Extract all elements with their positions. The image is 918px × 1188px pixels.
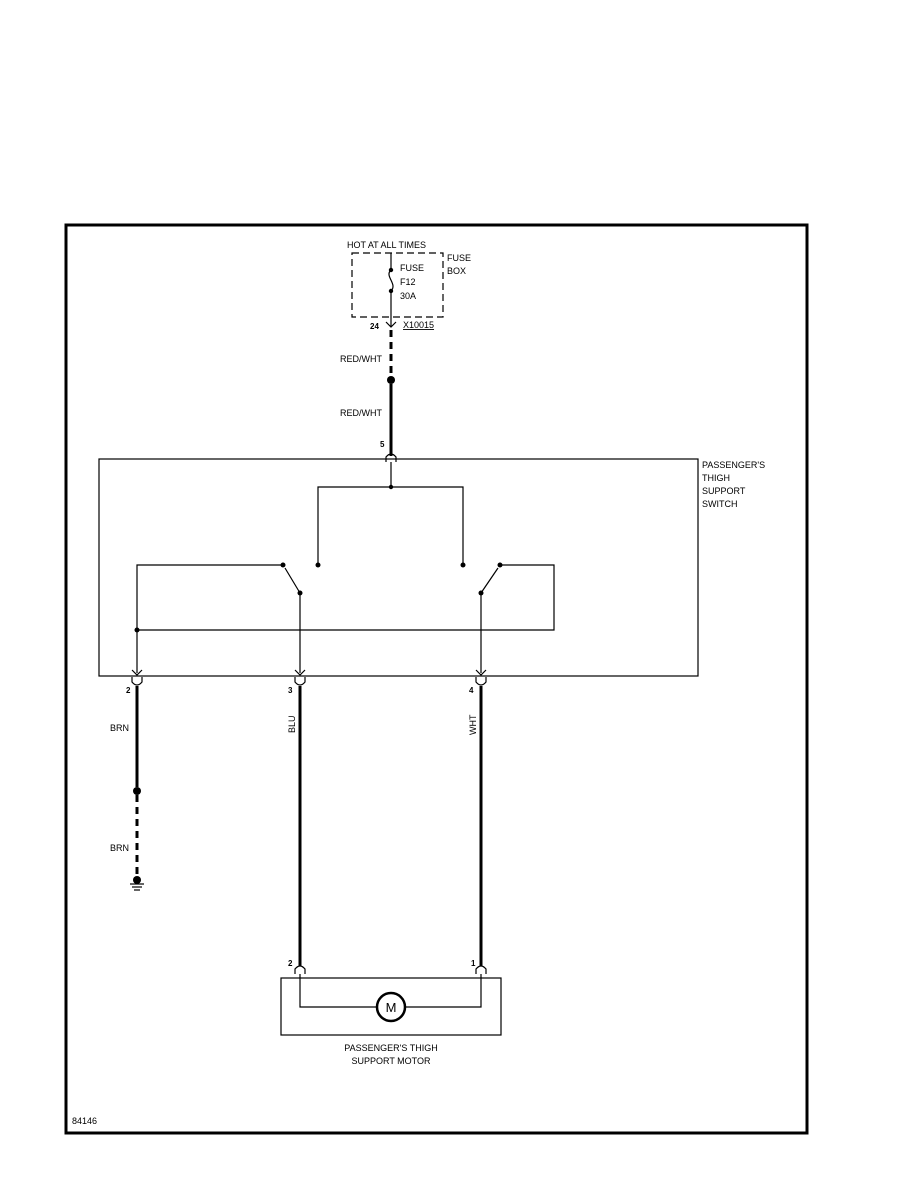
switch-name-line3: SUPPORT <box>702 486 746 496</box>
fuse-box-label-line2: BOX <box>447 266 466 276</box>
motor-pin-1-connector <box>475 965 487 974</box>
motor-wire-wht-color: WHT <box>468 714 478 735</box>
motor-pin-2-connector <box>294 965 306 974</box>
switch-pin-3-connector <box>294 677 306 686</box>
figure-id: 84146 <box>72 1116 97 1126</box>
left-switch-blade <box>284 567 301 594</box>
ground-splice <box>133 787 141 795</box>
switch-pin-3: 3 <box>288 686 293 695</box>
switch-name-line4: SWITCH <box>702 499 738 509</box>
ground-icon <box>130 883 144 891</box>
connector-x10015-id: X10015 <box>403 320 434 330</box>
switch-pin-2: 2 <box>126 686 131 695</box>
motor-name-line1: PASSENGER'S THIGH <box>344 1043 437 1053</box>
fuse-box: HOT AT ALL TIMES FUSE BOX FUSE F12 30A 2… <box>347 240 471 331</box>
switch-pin-5-connector <box>385 453 397 462</box>
motor-name-line2: SUPPORT MOTOR <box>351 1056 431 1066</box>
supply-label: HOT AT ALL TIMES <box>347 240 426 250</box>
motor-wire-blu: BLU <box>287 686 302 966</box>
left-switch-feed-contact <box>315 562 321 568</box>
thigh-support-switch: PASSENGER'S THIGH SUPPORT SWITCH 2 3 4 <box>98 458 765 695</box>
right-switch-ground-contact <box>497 562 503 568</box>
left-switch-ground-contact <box>280 562 286 568</box>
feed-wire: RED/WHT RED/WHT 5 <box>340 330 397 462</box>
switch-name-line2: THIGH <box>702 473 730 483</box>
feed-wire-lower-color: RED/WHT <box>340 408 382 418</box>
motor-pin-1: 1 <box>471 959 476 968</box>
motor-wire-wht: WHT <box>468 686 483 966</box>
ground-wire-lower-color: BRN <box>110 843 129 853</box>
motor-symbol-label: M <box>386 1000 397 1015</box>
ground-bus-junction <box>134 627 140 633</box>
fuse-label-line2: F12 <box>400 277 416 287</box>
connector-x10015-pin: 24 <box>370 322 379 331</box>
right-switch-feed-contact <box>460 562 466 568</box>
motor-pin-2: 2 <box>288 959 293 968</box>
ground-point <box>133 876 141 884</box>
feed-splice <box>387 376 395 384</box>
right-switch-blade <box>480 567 499 594</box>
ground-wire-upper-color: BRN <box>110 723 129 733</box>
switch-pin-4: 4 <box>469 686 474 695</box>
thigh-support-motor: 2 1 M PASSENGER'S THIGH SUPPORT MOTOR <box>280 959 502 1066</box>
connector-x10015-symbol <box>385 321 397 328</box>
switch-outline <box>98 458 699 677</box>
switch-pin-2-connector <box>131 677 143 686</box>
switch-pin-5: 5 <box>380 440 385 449</box>
motor-outline <box>280 977 502 1036</box>
ground-wire: BRN BRN <box>110 686 144 891</box>
fuse-label-line3: 30A <box>400 291 416 301</box>
fuse-box-outline <box>351 252 444 318</box>
fuse-symbol <box>388 269 394 292</box>
fuse-label-line1: FUSE <box>400 263 424 273</box>
switch-pin-4-connector <box>475 677 487 686</box>
switch-name-line1: PASSENGER'S <box>702 460 765 470</box>
feed-wire-upper-color: RED/WHT <box>340 354 382 364</box>
motor-wire-blu-color: BLU <box>287 715 297 733</box>
fuse-box-label-line1: FUSE <box>447 253 471 263</box>
diagram-frame <box>64 223 809 1135</box>
motor-symbol <box>375 991 407 1023</box>
